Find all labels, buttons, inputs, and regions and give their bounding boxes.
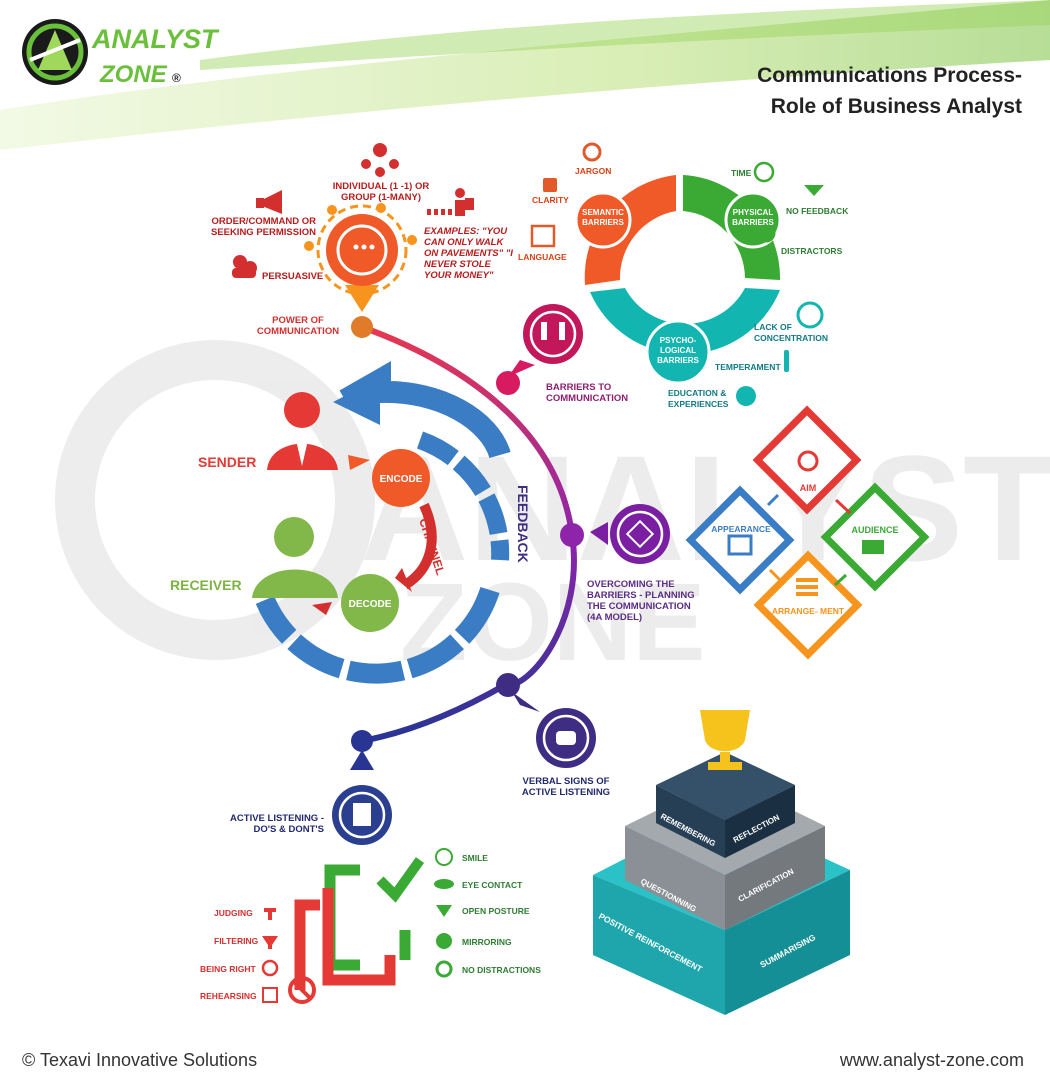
node-verbal: [496, 673, 520, 697]
thermometer-icon: [784, 350, 789, 372]
persuasive-icon: [232, 255, 257, 278]
dont-item-judging: JUDGING: [214, 908, 253, 918]
no-feedback-icon: [804, 185, 824, 196]
physical-item-nofeedback: NO FEEDBACK: [786, 206, 849, 216]
node-barriers: [496, 371, 520, 395]
no-icon: [288, 976, 316, 1004]
smile-icon: [435, 848, 453, 866]
feedback-label: FEEDBACK: [515, 485, 531, 563]
badge-check-icon: [261, 959, 279, 977]
ring-psych: PSYCHO- LOGICAL BARRIERS: [657, 336, 699, 365]
target-icon: [796, 301, 824, 329]
distractors-icon: [756, 223, 776, 243]
ring-physical: PHYSICAL BARRIERS: [732, 208, 774, 227]
watermark-logo: ANALYST ZONE: [55, 340, 1050, 684]
appearance-label: APPEARANCE: [711, 524, 771, 534]
do-item-openposture: OPEN POSTURE: [462, 906, 530, 916]
power-item-examples: EXAMPLES: "YOU CAN ONLY WALK ON PAVEMENT…: [424, 226, 513, 281]
page-title-line1: Communications Process-: [757, 64, 1022, 87]
dos-donts-graphic: [261, 848, 454, 1004]
active-badge: [332, 750, 392, 845]
sender-icon: [267, 392, 338, 470]
footer-copyright: © Texavi Innovative Solutions: [22, 1050, 258, 1070]
time-icon: [753, 161, 775, 183]
encode-label: ENCODE: [380, 474, 423, 485]
link-icon: [435, 960, 453, 978]
semantic-item-language: LANGUAGE: [518, 252, 567, 262]
aim-label: AIM: [800, 483, 817, 493]
semantic-item-clarity: CLARITY: [532, 195, 569, 205]
overcoming-badge: [590, 504, 670, 564]
logo-line1: ANALYST: [91, 24, 220, 54]
svg-text:ANALYST: ANALYST: [360, 424, 1050, 592]
do-item-mirroring: MIRRORING: [462, 937, 512, 947]
gavel-icon: [264, 908, 276, 920]
trophy-icon: [700, 710, 750, 770]
logo: [22, 19, 88, 85]
mirroring-icon: [436, 933, 452, 949]
aim-icon: [797, 450, 819, 472]
verbal-badge: [512, 692, 596, 768]
audience-icon: [862, 540, 884, 554]
psych-item-concentration: LACK OF CONCENTRATION: [754, 322, 828, 343]
page-title-line2: Role of Business Analyst: [770, 95, 1022, 118]
active-label: ACTIVE LISTENING - DO'S & DONT'S: [230, 813, 324, 835]
receiver-label: RECEIVER: [170, 577, 242, 593]
psych-item-education: EDUCATION & EXPERIENCES: [668, 388, 729, 409]
do-item-smile: SMILE: [462, 853, 488, 863]
logo-mark: ®: [172, 71, 181, 85]
power-badge: [304, 203, 417, 312]
node-active: [351, 730, 373, 752]
lightbulb-icon: [736, 386, 756, 406]
barriers-label: BARRIERS TO COMMUNICATION: [546, 382, 629, 404]
footer-url[interactable]: www.analyst-zone.com: [839, 1050, 1024, 1070]
eye-icon: [434, 879, 454, 889]
svg-text:ZONE: ZONE: [400, 561, 706, 684]
communication-cycle: [255, 361, 511, 684]
megaphone-icon: [256, 190, 282, 214]
power-item-individual: INDIVIDUAL (1 -1) OR GROUP (1-MANY): [332, 181, 430, 203]
decode-label: DECODE: [349, 599, 392, 610]
power-item-order: ORDER/COMMAND OR SEEKING PERMISSION: [210, 216, 316, 238]
sender-label: SENDER: [198, 454, 257, 470]
jargon-icon: [582, 142, 602, 162]
audience-label: AUDIENCE: [851, 525, 898, 535]
appearance-icon: [727, 534, 753, 556]
ring-semantic: SEMANTIC BARRIERS: [582, 208, 624, 227]
dont-item-rehearsing: REHEARSING: [200, 991, 257, 1001]
main-arc: [360, 324, 577, 744]
play-icon: [262, 987, 278, 1003]
overcoming-label: OVERCOMING THE BARRIERS - PLANNING THE C…: [587, 579, 695, 623]
header-swoosh: [0, 0, 1050, 150]
dont-item-beingright: BEING RIGHT: [200, 964, 256, 974]
semantic-item-jargon: JARGON: [575, 166, 612, 176]
walker-icon: [455, 188, 474, 216]
receiver-icon: [252, 517, 338, 598]
do-item-nodistractions: NO DISTRACTIONS: [462, 965, 541, 975]
node-power: [351, 316, 373, 338]
psych-item-temperament: TEMPERAMENT: [715, 362, 781, 372]
dont-item-filtering: FILTERING: [214, 936, 259, 946]
filter-icon: [262, 936, 278, 949]
logo-line2: ZONE: [99, 61, 168, 88]
language-icon: [530, 224, 556, 248]
barriers-ring: [574, 175, 782, 385]
clarity-icon: [543, 178, 557, 192]
pyramid: [593, 710, 850, 1015]
verbal-label: VERBAL SIGNS OF ACTIVE LISTENING: [521, 776, 611, 798]
physical-item-distractors: DISTRACTORS: [781, 246, 843, 256]
posture-icon: [436, 905, 452, 917]
arrangement-label: ARRANGE- MENT: [772, 606, 845, 616]
arrangement-icon: [796, 578, 818, 596]
do-item-eyecontact: EYE CONTACT: [462, 880, 523, 890]
barriers-badge: [508, 304, 583, 377]
fourA-model: [685, 405, 930, 660]
physical-item-time: TIME: [731, 168, 752, 178]
power-label: POWER OF COMMUNICATION: [256, 315, 340, 337]
people-network-icon: [361, 143, 399, 177]
node-overcoming: [560, 523, 584, 547]
power-item-persuasive: PERSUASIVE: [262, 271, 324, 282]
